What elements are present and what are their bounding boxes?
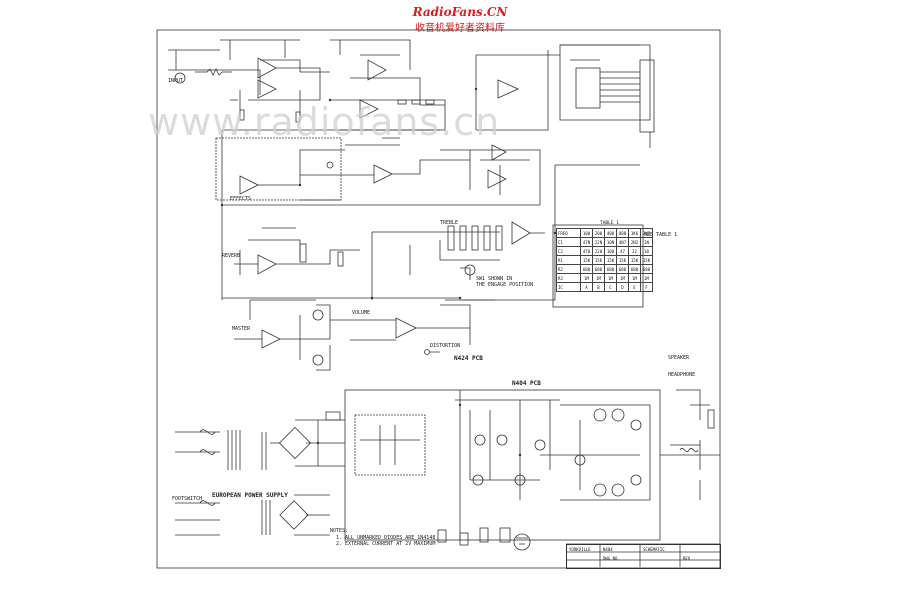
table-cell: 680 bbox=[616, 264, 629, 274]
table-cell: 3K2 bbox=[640, 228, 653, 238]
table-cell: R2 bbox=[556, 264, 581, 274]
table-cell: 47N bbox=[580, 237, 593, 247]
table-cell: 1M bbox=[580, 273, 593, 283]
table-cell: 1M bbox=[640, 273, 653, 283]
title-block: YORKVILLE N404 SCHEMATIC DWG NO. REV bbox=[566, 544, 721, 569]
distortion-label: DISTORTION bbox=[430, 343, 461, 349]
pcb-n424-label: N424 PCB bbox=[454, 355, 483, 362]
note-1: 1. ALL UNMARKED DIODES ARE 1N4148 bbox=[336, 535, 436, 541]
table-cell: IC bbox=[556, 282, 581, 292]
table-cell: 100 bbox=[604, 246, 617, 256]
site-subtitle: 收音机爱好者资料库 bbox=[415, 23, 505, 34]
table-cell: 22 bbox=[628, 246, 641, 256]
euro-supply-label: EUROPEAN POWER SUPPLY bbox=[212, 492, 288, 499]
note-2: 2. EXTERNAL CURRENT AT 2V MAXIMUM bbox=[336, 541, 436, 547]
table-cell: 470 bbox=[580, 246, 593, 256]
table-cell: 1M bbox=[628, 273, 641, 283]
headphone-label: HEADPHONE bbox=[668, 372, 696, 378]
table-cell: 4N7 bbox=[616, 237, 629, 247]
input-label: INPUT bbox=[168, 78, 184, 84]
table-cell: 1M bbox=[592, 273, 605, 283]
table-cell: R3 bbox=[556, 273, 581, 283]
table-cell: 22N bbox=[592, 237, 605, 247]
watermark: www.radiofans.cn bbox=[148, 100, 501, 144]
master-label: MASTER bbox=[232, 326, 251, 332]
reverb-label: REVERB bbox=[222, 253, 241, 259]
table-cell: C2 bbox=[556, 246, 581, 256]
footswitch-label: FOOTSWITCH bbox=[172, 496, 203, 502]
table-cell: 47 bbox=[616, 246, 629, 256]
table-cell: 1M bbox=[604, 273, 617, 283]
speaker-label: SPEAKER bbox=[668, 355, 690, 361]
table-cell: 800 bbox=[616, 228, 629, 238]
table-cell: D bbox=[616, 282, 629, 292]
title-name: SCHEMATIC bbox=[643, 547, 665, 552]
table-cell: 220 bbox=[592, 246, 605, 256]
table-cell: 1K6 bbox=[628, 228, 641, 238]
table-caption: TABLE 1 bbox=[600, 221, 619, 226]
table-cell: 680 bbox=[592, 264, 605, 274]
switch-label: SW1 SHOWN IN bbox=[476, 276, 513, 282]
table-cell: FREQ bbox=[556, 228, 581, 238]
table-cell: 680 bbox=[640, 264, 653, 274]
table-cell: 15K bbox=[640, 255, 653, 265]
table-cell: 15K bbox=[592, 255, 605, 265]
table-cell: 10N bbox=[604, 237, 617, 247]
table-cell: 10 bbox=[640, 246, 653, 256]
table-cell: 680 bbox=[604, 264, 617, 274]
switch-label-2: THE ENGAGE POSITION bbox=[476, 282, 534, 288]
pcb-n404-label: N404 PCB bbox=[512, 380, 541, 387]
schematic-border bbox=[156, 29, 721, 569]
table-cell: 15K bbox=[580, 255, 593, 265]
table-cell: 200 bbox=[592, 228, 605, 238]
notes-title: NOTES: bbox=[330, 528, 349, 534]
table-cell: 1M bbox=[616, 273, 629, 283]
table-cell: E bbox=[628, 282, 641, 292]
table-cell: 1N bbox=[640, 237, 653, 247]
table-cell: B bbox=[592, 282, 605, 292]
table-note: SEE TABLE 1 bbox=[644, 232, 678, 238]
table-cell: 680 bbox=[628, 264, 641, 274]
table-cell: F bbox=[640, 282, 653, 292]
table-cell: C bbox=[604, 282, 617, 292]
treble-label: TREBLE bbox=[440, 220, 459, 226]
table-cell: 15K bbox=[604, 255, 617, 265]
table-cell: 680 bbox=[580, 264, 593, 274]
site-title: RadioFans.CN bbox=[412, 5, 508, 19]
table-cell: C1 bbox=[556, 237, 581, 247]
table-cell: 2N2 bbox=[628, 237, 641, 247]
title-dwg: DWG NO. bbox=[603, 556, 620, 561]
title-rev: REV bbox=[683, 556, 691, 561]
volume-label: VOLUME bbox=[352, 310, 371, 316]
title-company: YORKVILLE bbox=[569, 547, 591, 552]
table-cell: 400 bbox=[604, 228, 617, 238]
table-cell: 15K bbox=[616, 255, 629, 265]
table-cell: R1 bbox=[556, 255, 581, 265]
title-model: N404 bbox=[603, 547, 613, 552]
effects-label: EFFECTS bbox=[230, 196, 252, 202]
table-cell: 100 bbox=[580, 228, 593, 238]
table-cell: 15K bbox=[628, 255, 641, 265]
table-cell: A bbox=[580, 282, 593, 292]
